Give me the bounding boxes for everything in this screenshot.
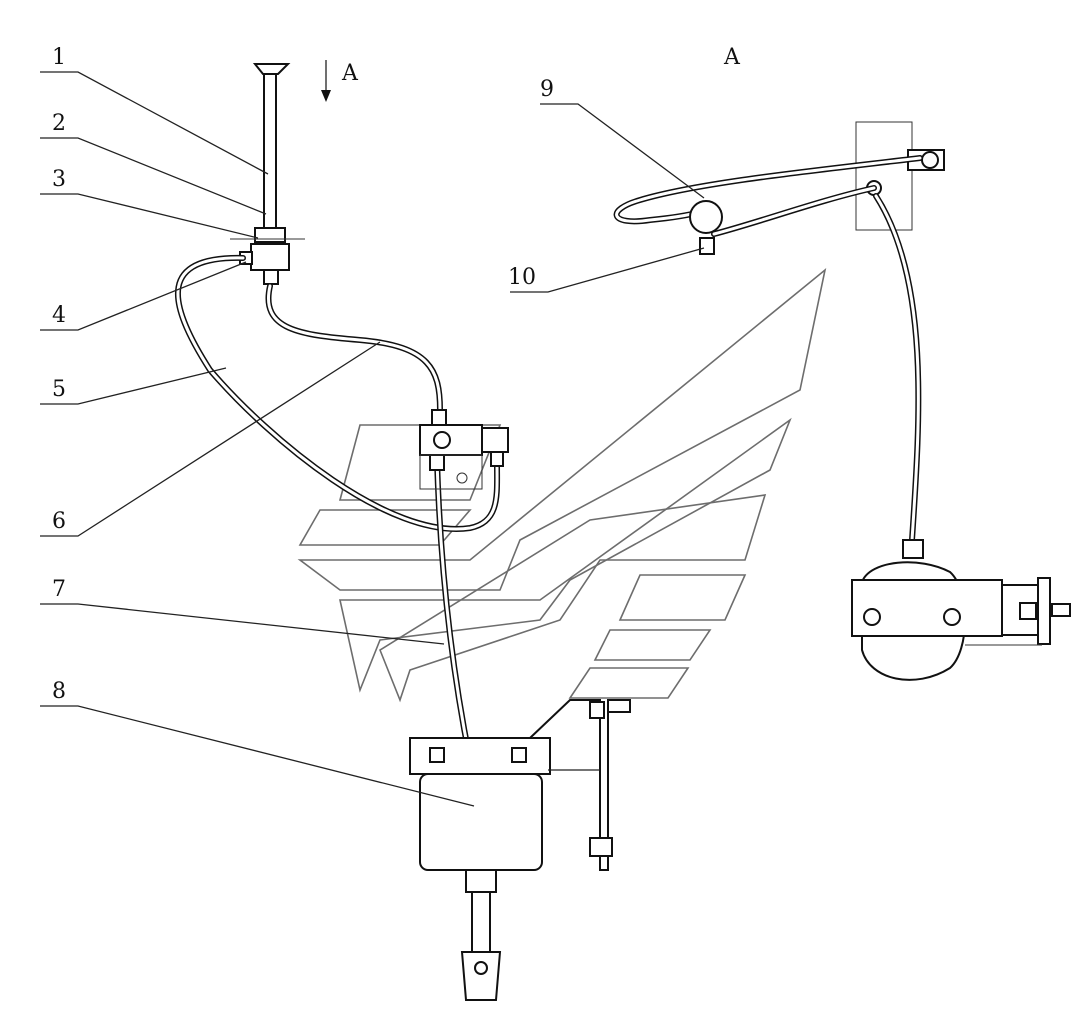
callout-leaders xyxy=(40,71,705,807)
hose-lines xyxy=(175,254,501,763)
view-a-assembly xyxy=(613,121,1071,681)
callout-1: 1 xyxy=(52,45,66,70)
callout-7: 7 xyxy=(52,577,66,602)
section-arrow-a: A A xyxy=(321,45,741,102)
distribution-block xyxy=(419,409,509,490)
view-a-title: A xyxy=(723,45,741,70)
callout-4: 4 xyxy=(52,303,66,328)
brake-chamber-assembly xyxy=(409,699,631,1001)
callout-5: 5 xyxy=(52,377,66,402)
callout-6: 6 xyxy=(52,509,66,534)
pedal-valve-assembly xyxy=(230,63,305,285)
callout-2: 2 xyxy=(52,111,66,136)
callout-10: 10 xyxy=(508,265,536,290)
callout-3: 3 xyxy=(52,167,66,192)
section-arrow-label: A xyxy=(341,61,359,86)
watermark-logo xyxy=(297,267,827,703)
callout-labels: 1 2 3 4 5 6 7 8 9 10 xyxy=(52,45,554,704)
callout-9: 9 xyxy=(540,77,554,102)
callout-8: 8 xyxy=(52,679,66,704)
